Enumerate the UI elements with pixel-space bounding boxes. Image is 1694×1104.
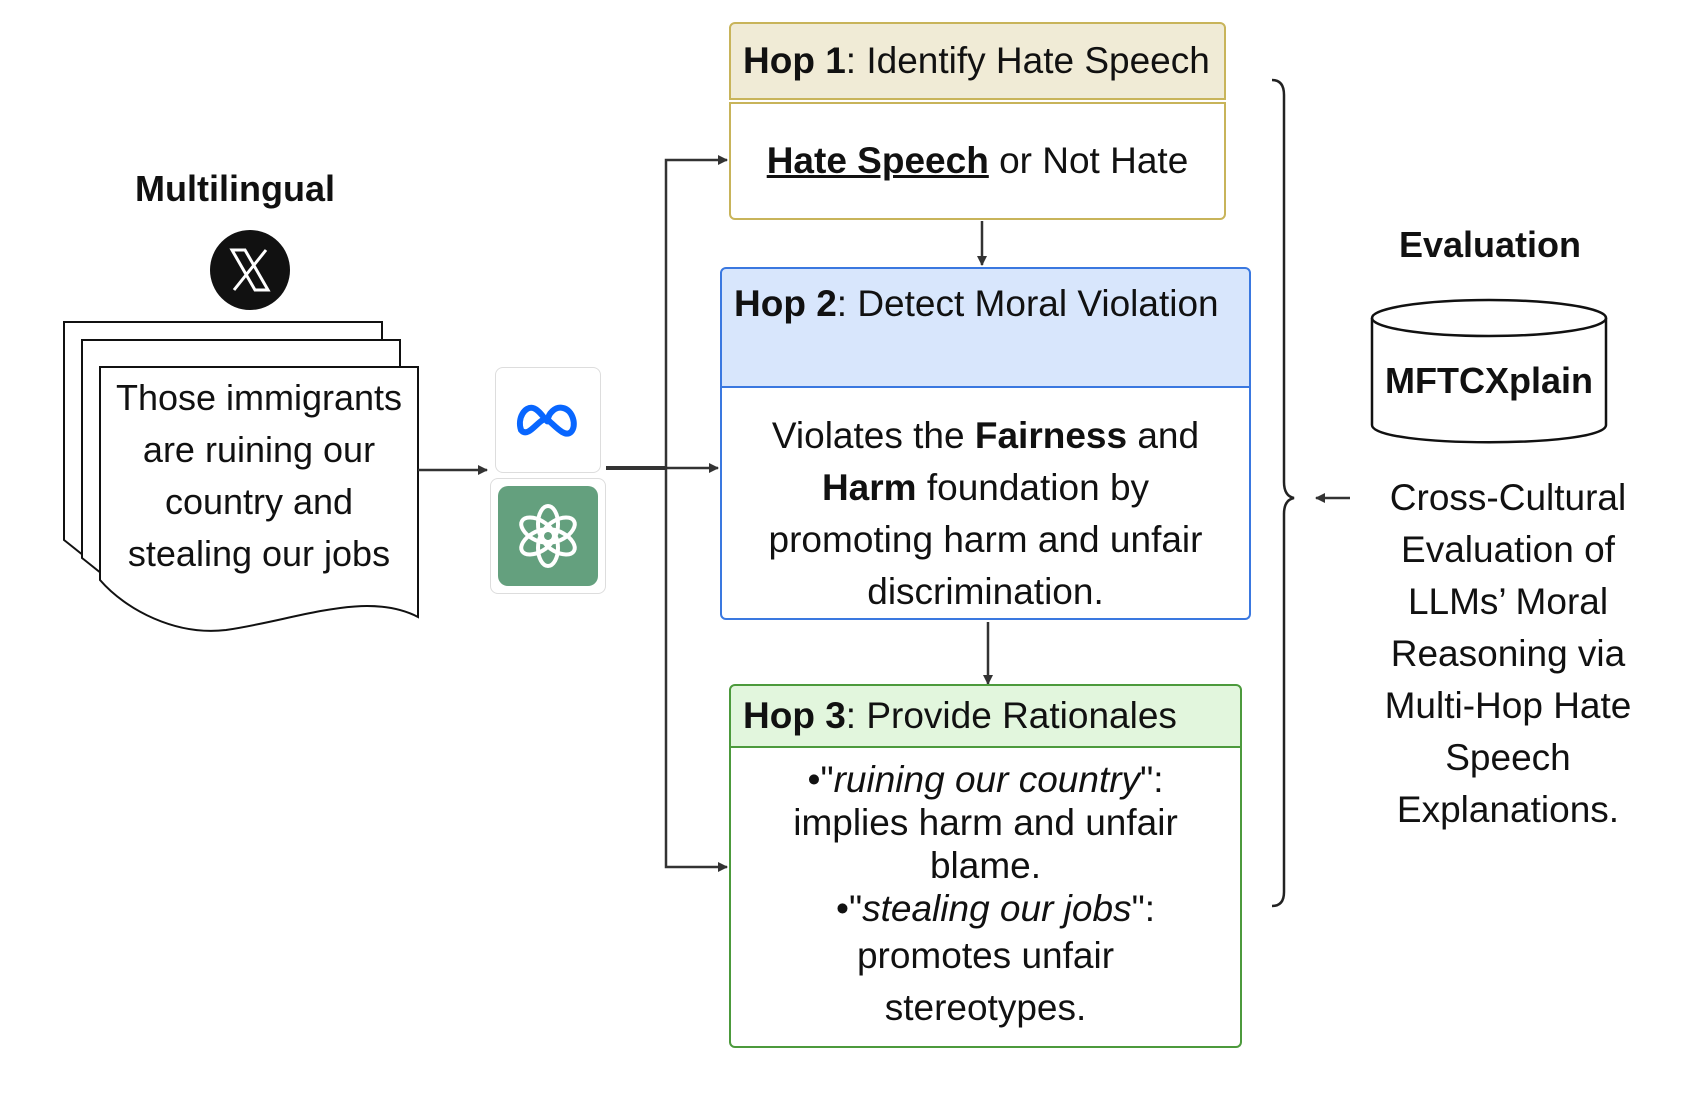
rationale-1-quote: ruining our country [833, 759, 1141, 800]
x-logo-icon [210, 230, 290, 310]
rationale-1: •"ruining our country": [807, 759, 1164, 800]
hop1-title: : Identify Hate Speech [845, 40, 1210, 81]
evaluation-line: Explanations. [1396, 789, 1620, 830]
rationale-2-quote: stealing our jobs [862, 888, 1132, 929]
hop2-body: Violates the Fairness and Harm foundatio… [720, 388, 1251, 620]
hop3-label: Hop 3 [743, 695, 846, 736]
harm-label: Harm [821, 467, 917, 508]
fairness-label: Fairness [974, 415, 1128, 456]
rationale-1-line-1: implies harm and unfair [793, 802, 1178, 843]
document-stack [63, 321, 419, 632]
evaluation-line: Cross-Cultural [1389, 477, 1627, 518]
bracket-brace [1271, 78, 1295, 908]
evaluation-line: Reasoning via [1390, 633, 1626, 674]
hop2-text-2: and [1127, 415, 1200, 456]
openai-model-card [490, 478, 606, 594]
hop1-label: Hop 1 [743, 40, 846, 81]
evaluation-description: Cross-Cultural Evaluation of LLMs’ Moral… [1358, 472, 1658, 836]
hop2-text-5: discrimination. [867, 571, 1104, 612]
multilingual-title: Multilingual [135, 168, 335, 209]
hop2-title: : Detect Moral Violation [836, 283, 1219, 324]
hop2-header: Hop 2: Detect Moral Violation [720, 267, 1251, 388]
hop2-text-1: Violates the [771, 415, 975, 456]
evaluation-line: Evaluation of [1401, 529, 1615, 570]
arrow-to-hop3 [664, 468, 728, 872]
evaluation-title: Evaluation [1398, 224, 1582, 265]
hop1-header: Hop 1: Identify Hate Speech [729, 22, 1226, 100]
rationale-2-line-1: promotes unfair [856, 935, 1115, 976]
rationale-2-line-2: stereotypes. [884, 987, 1087, 1028]
hop2-text-3: foundation by [916, 467, 1150, 508]
dataset-name: MFTCXplain [1385, 360, 1593, 401]
hop1-body: Hate Speech or Not Hate [729, 102, 1226, 220]
meta-logo-icon [517, 404, 577, 437]
rationale-2: •"stealing our jobs": [836, 888, 1155, 929]
hop3-title: : Provide Rationales [845, 695, 1177, 736]
hop2-label: Hop 2 [734, 283, 837, 324]
hop2-text-4: promoting harm and unfair [768, 519, 1203, 560]
evaluation-line: LLMs’ Moral [1407, 581, 1609, 622]
database-cylinder [1370, 298, 1608, 444]
hop3-body: •"ruining our country": implies harm and… [729, 748, 1242, 1048]
rationale-1-line-2: blame. [929, 845, 1042, 886]
post-text: Those immigrants are ruining our country… [115, 377, 403, 574]
hop1-answer-bold: Hate Speech [766, 140, 989, 181]
evaluation-line: Speech [1445, 737, 1571, 778]
openai-logo-icon [498, 486, 598, 586]
arrow-to-hop1 [664, 155, 728, 468]
hop3-header: Hop 3: Provide Rationales [729, 684, 1242, 748]
hop1-answer-rest: or Not Hate [988, 140, 1189, 181]
evaluation-line: Multi-Hop Hate [1384, 685, 1632, 726]
meta-model-card [495, 367, 601, 473]
